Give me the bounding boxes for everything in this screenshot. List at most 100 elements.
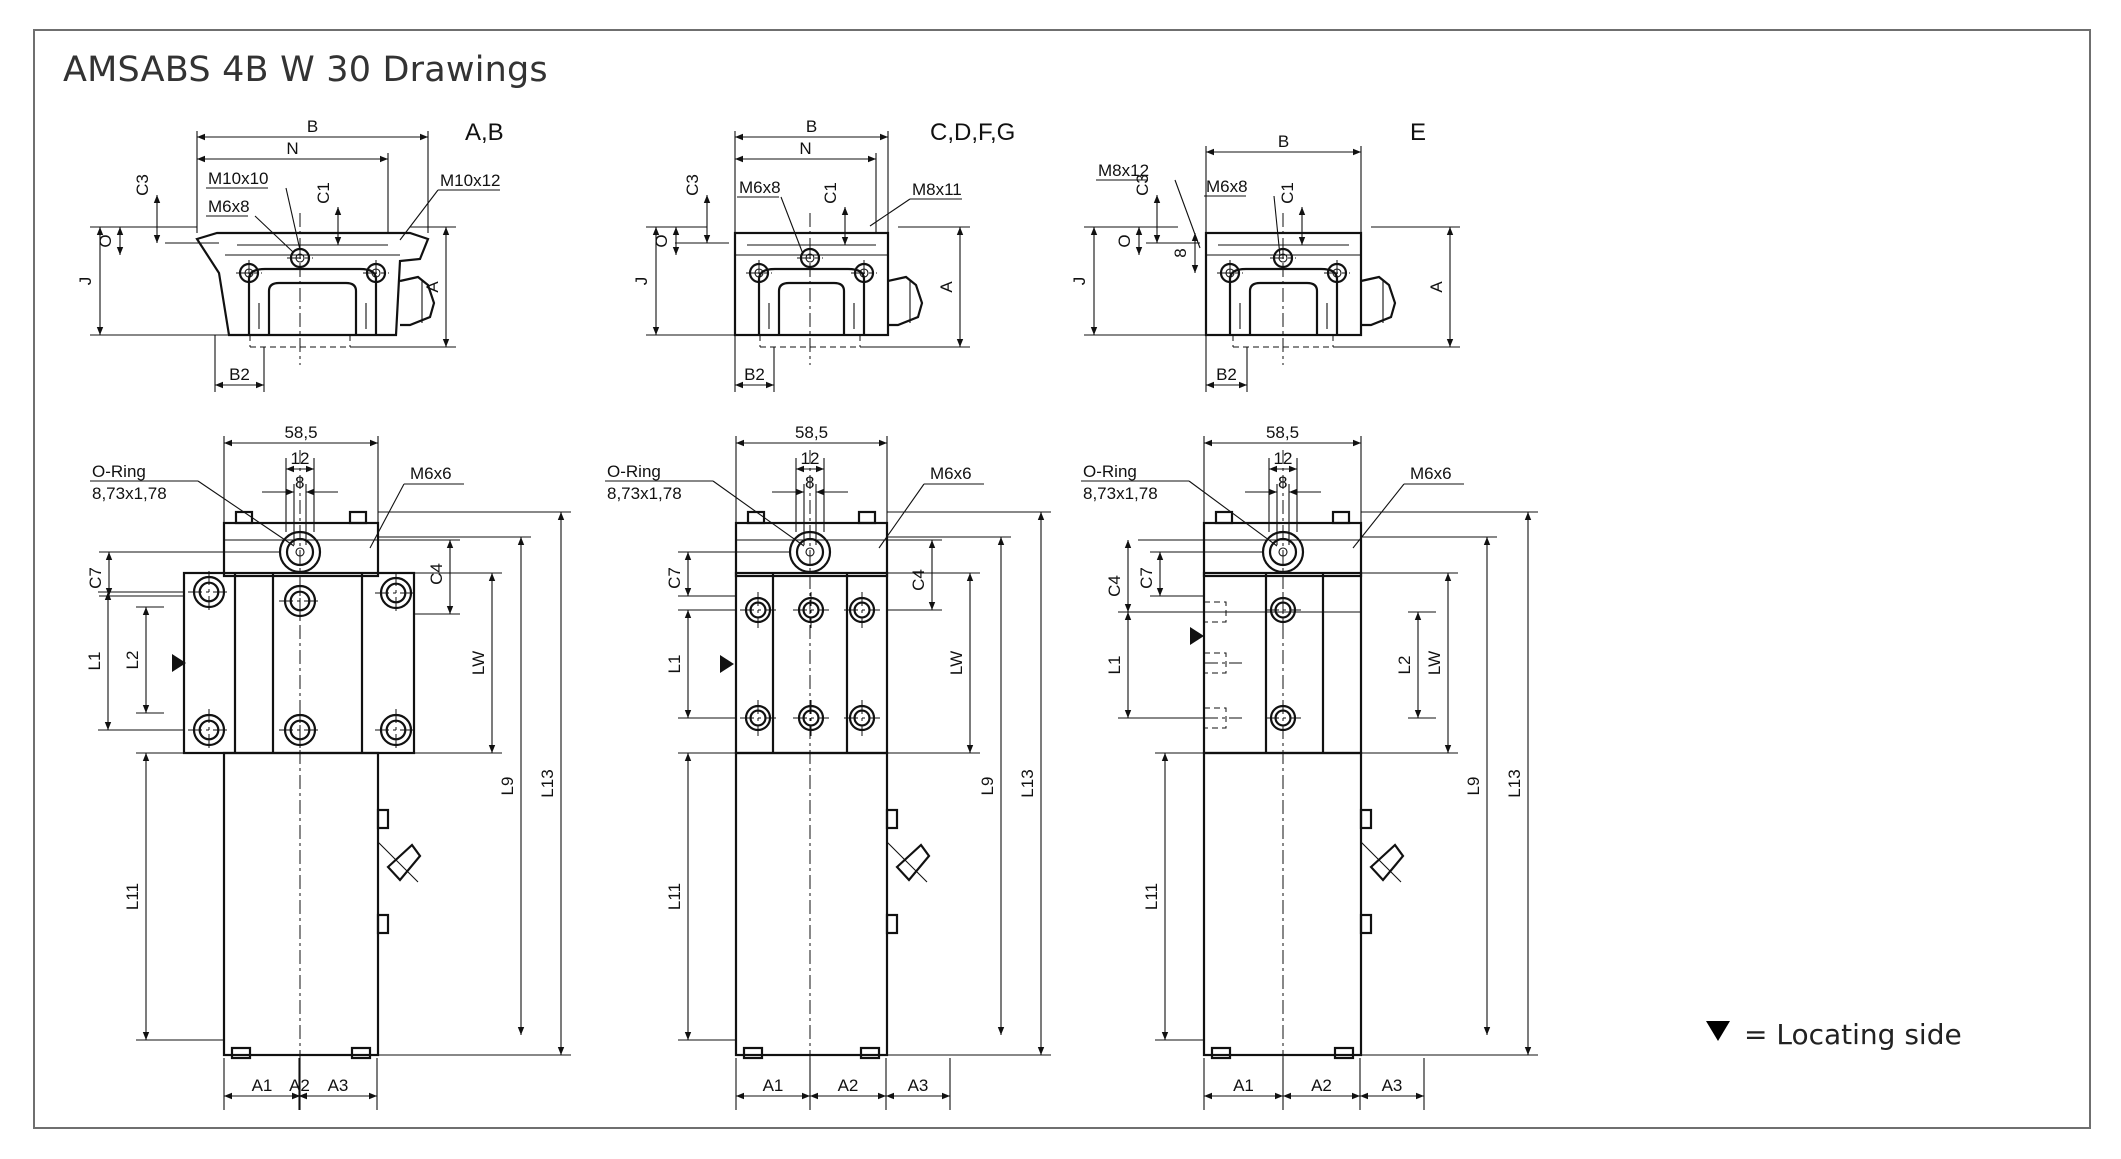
dim-L9-label: L9: [498, 777, 517, 796]
dim-C3-label: C3: [683, 174, 702, 196]
leader-line: [254, 215, 294, 253]
dim-B2-label: B2: [744, 365, 765, 384]
sensor-clip: [376, 808, 390, 830]
oring-size: 8,73x1,78: [1083, 484, 1158, 503]
dim-C4-label: C4: [1105, 575, 1124, 597]
rail-groove: [247, 267, 378, 335]
oring-size: 8,73x1,78: [607, 484, 682, 503]
carriage-body: [733, 231, 890, 337]
dim-L13-label: L13: [1018, 769, 1037, 797]
port-thread: M6x6: [930, 464, 972, 483]
leader-line: [712, 480, 805, 547]
dim-C3-label: C3: [1133, 174, 1152, 196]
header-nub: [348, 510, 368, 525]
dim-A3-label: A3: [1382, 1076, 1403, 1095]
dim-C3-label: C3: [133, 174, 152, 196]
dim-L2-label: L2: [123, 651, 142, 670]
locating-side-icon: [720, 655, 734, 673]
page-title: AMSABS 4B W 30 Drawings: [63, 50, 548, 90]
dim-A2-label: A2: [838, 1076, 859, 1095]
dim-C1-label: C1: [1278, 182, 1297, 204]
foot: [1333, 1046, 1355, 1060]
port-thread: M6x6: [410, 464, 452, 483]
dim-8-label: 8: [1171, 248, 1190, 257]
dim-N-label: N: [799, 139, 811, 158]
foot: [350, 1046, 372, 1060]
oring-label: O-Ring: [1083, 462, 1137, 481]
locating-side-icon: [172, 654, 186, 672]
foot: [230, 1046, 252, 1060]
leader-line: [780, 196, 804, 255]
leader-line: [1174, 179, 1201, 249]
leader-line: [285, 187, 301, 251]
dim-B2-label: B2: [229, 365, 250, 384]
leader-line: [1188, 480, 1278, 547]
dim-J-label: J: [1070, 277, 1089, 286]
dim-LW-label: LW: [947, 651, 966, 675]
leader-line: [878, 483, 925, 549]
dim-O-label: O: [96, 234, 115, 247]
dim-B-label: B: [1278, 132, 1289, 151]
foot: [1210, 1046, 1232, 1060]
thread-callout: M8x11: [912, 180, 962, 199]
sensor-cable: [886, 841, 928, 883]
variant-name: E: [1410, 119, 1426, 146]
oring-size: 8,73x1,78: [92, 484, 167, 503]
sensor-cable: [377, 841, 419, 883]
dim-L2-label: L2: [1395, 656, 1414, 675]
header-block: [222, 521, 380, 578]
dim-A1-label: A1: [252, 1076, 273, 1095]
dim-O-label: O: [1115, 234, 1134, 247]
header-nub: [1214, 510, 1234, 525]
variant-name: A,B: [465, 119, 504, 146]
dim-A-label: A: [423, 281, 442, 293]
legend-text: = Locating side: [1744, 1018, 1962, 1051]
sensor-connector: [399, 275, 436, 327]
carriage-body: [195, 231, 430, 337]
dim-A1-label: A1: [1233, 1076, 1254, 1095]
oring-label: O-Ring: [607, 462, 661, 481]
sensor-connector: [887, 275, 924, 327]
dim-O-label: O: [652, 234, 671, 247]
dim-C1-label: C1: [821, 182, 840, 204]
sensor-head: [1369, 843, 1405, 882]
dim-A2-label: A2: [289, 1076, 310, 1095]
dim-A1-label: A1: [763, 1076, 784, 1095]
dim-L11-label: L11: [123, 883, 142, 910]
dim-8-label: 8: [1278, 473, 1287, 492]
leader-line: [1273, 195, 1281, 257]
dim-B2-label: B2: [1216, 365, 1237, 384]
sensor-clip: [885, 913, 899, 935]
leader-line: [197, 480, 295, 547]
thread-callout: M6x8: [739, 178, 781, 197]
dim-LW-label: LW: [1425, 651, 1444, 675]
dim-L1-label: L1: [665, 655, 684, 674]
dim-B-label: B: [806, 117, 817, 136]
locating-side-icon: [1190, 627, 1204, 645]
thread-callout: M6x8: [1206, 177, 1248, 196]
thread-callout: M8x12: [1098, 161, 1149, 180]
dim-C7-label: C7: [86, 567, 105, 589]
dim-58-5-label: 58,5: [1266, 423, 1299, 442]
dim-A-label: A: [937, 281, 956, 293]
sensor-clip: [376, 913, 390, 935]
dim-LW-label: LW: [469, 651, 488, 675]
dim-8-label: 8: [295, 473, 304, 492]
rail-profile: [267, 281, 358, 335]
sensor-head: [895, 843, 931, 882]
dim-J-label: J: [632, 277, 651, 286]
dim-58-5-label: 58,5: [284, 423, 317, 442]
dim-L1-label: L1: [1105, 656, 1124, 675]
dim-A2-label: A2: [1311, 1076, 1332, 1095]
locating-side-icon: [1706, 1021, 1730, 1041]
oring-label: O-Ring: [92, 462, 146, 481]
sensor-cable: [1360, 841, 1402, 883]
dim-L13-label: L13: [1505, 769, 1524, 797]
dim-L11-label: L11: [1142, 883, 1161, 910]
thread-callout: M6x8: [208, 197, 250, 216]
